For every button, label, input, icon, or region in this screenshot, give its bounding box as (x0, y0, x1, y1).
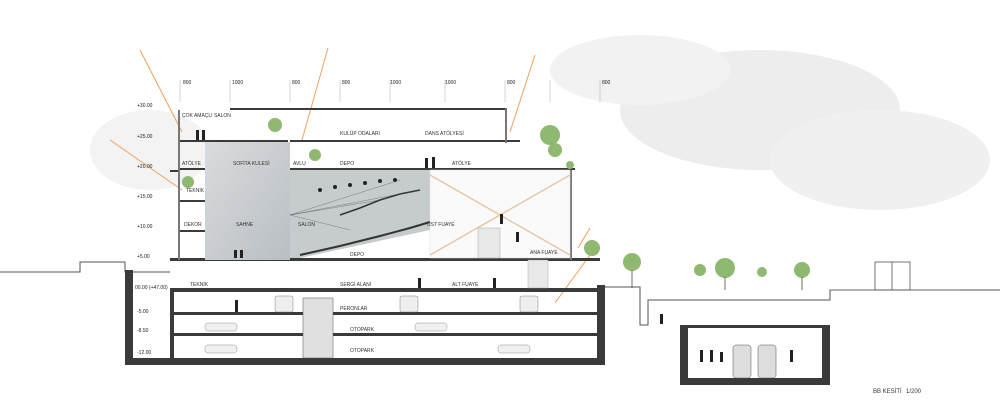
grid-axes (179, 80, 601, 102)
train-icons (732, 344, 777, 379)
room-sergi-alani: SERGİ ALANI (340, 281, 371, 288)
room-otopark-1: OTOPARK (350, 327, 375, 333)
tree-icon (566, 161, 574, 169)
level-label: +25.00 (137, 134, 153, 140)
tree-icon (268, 118, 282, 132)
room-dekor: DEKOR (184, 222, 202, 228)
level-label: +15.00 (137, 194, 153, 200)
level-label: +20.00 (137, 164, 153, 170)
tree-icon (540, 125, 560, 145)
room-sofita-kulesi: SOFİTA KULESİ (233, 160, 270, 167)
level-label: +30.00 (137, 103, 153, 109)
room-avlu: AVLU (293, 161, 306, 167)
level-label: -5.00 (137, 309, 149, 315)
dim-label: 1000 (390, 80, 401, 86)
tree-icon (584, 240, 600, 256)
room-kulup-odalari: KULÜP ODALARI (340, 130, 380, 137)
room-alt-fuaye: ALT FUAYE (452, 282, 479, 288)
tree-icon (623, 253, 641, 271)
greenery (182, 118, 810, 278)
level-labels: +30.00 +25.00 +20.00 +15.00 +10.00 +5.00… (135, 103, 168, 356)
elevator-core (302, 297, 334, 359)
dim-label: 800 (342, 80, 351, 86)
room-otopark-2: OTOPARK (350, 348, 375, 354)
car-icons (204, 322, 531, 354)
cloud-background (90, 35, 990, 210)
tree-icon (548, 143, 562, 157)
dim-label: 800 (183, 80, 192, 86)
level-label: +10.00 (137, 224, 153, 230)
room-atolye-left: ATÖLYE (182, 160, 202, 167)
tree-icon (715, 258, 735, 278)
room-peronlar: PERONLAR (340, 306, 368, 312)
sun-ray (109, 139, 183, 191)
room-depo-upper: DEPO (340, 161, 354, 167)
dim-label: 800 (292, 80, 301, 86)
room-labels: ÇOK AMAÇLI SALON KULÜP ODALARI DANS ATÖL… (182, 113, 558, 354)
tree-icon (309, 149, 321, 161)
bus-shelter (874, 261, 911, 291)
room-sahne: SAHNE (236, 222, 254, 228)
stair (477, 227, 501, 259)
tree-icon (694, 264, 706, 276)
bus-icons (274, 295, 539, 313)
dim-label: 800 (602, 80, 611, 86)
level-label: -8.50 (137, 328, 149, 334)
level-label: +5.00 (137, 254, 150, 260)
dimension-labels: 800 1000 800 800 1000 1000 800 800 (183, 80, 611, 86)
sun-ray (139, 49, 183, 133)
caption-scale: 1/200 (906, 389, 922, 395)
sun-ray (554, 254, 591, 304)
level-label: 00.00 (+47.00) (135, 285, 168, 291)
room-ust-fuaye: ÜST FUAYE (427, 221, 455, 228)
seating-rake (299, 221, 431, 256)
room-cok-amacli-salon: ÇOK AMAÇLI SALON (182, 113, 231, 119)
tree-icon (182, 176, 194, 188)
auditorium-volume (290, 170, 430, 258)
people (196, 130, 793, 362)
sun-ray (301, 47, 329, 141)
tree-icon (794, 262, 810, 278)
room-dans-atolyesi: DANS ATÖLYESİ (425, 130, 464, 137)
caption-title: BB KESİTİ (873, 388, 902, 395)
sun-ray (509, 54, 536, 133)
sun-rays (109, 47, 591, 304)
level-label: -12.00 (137, 350, 151, 356)
dim-label: 800 (507, 80, 516, 86)
room-atolye-right: ATÖLYE (452, 160, 472, 167)
stage-tower (205, 142, 290, 260)
room-teknik-lower: TEKNİK (190, 281, 209, 288)
stair (527, 259, 549, 289)
dim-label: 1000 (232, 80, 243, 86)
room-salon: SALON (298, 222, 315, 228)
tree-icon (757, 267, 767, 277)
drawing-caption: BB KESİTİ 1/200 (873, 388, 922, 395)
metro-box (680, 325, 830, 385)
room-depo-lower: DEPO (350, 252, 364, 258)
sun-ray (577, 227, 591, 249)
room-ana-fuaye: ANA FUAYE (530, 250, 558, 256)
stage-lights (318, 178, 397, 192)
dim-label: 1000 (445, 80, 456, 86)
room-teknik-upper: TEKNİK (186, 187, 205, 194)
